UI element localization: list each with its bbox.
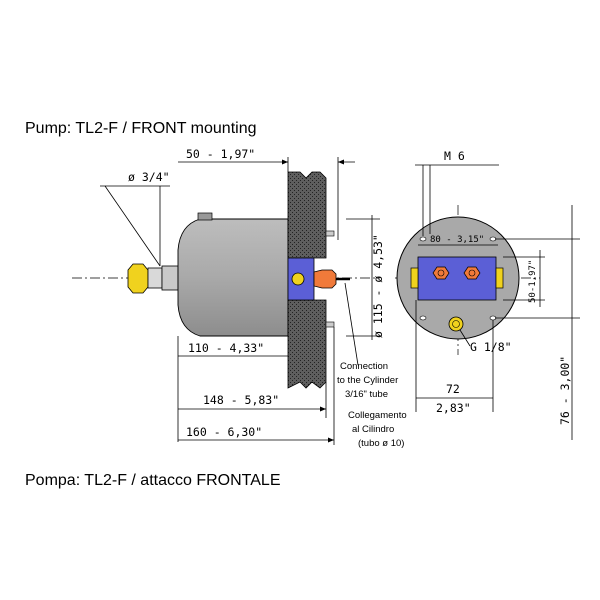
- connection-en-1: Connection: [340, 361, 388, 372]
- dim-g: G 1/8": [470, 340, 512, 354]
- leader-g: [459, 329, 471, 347]
- bolt-top: [325, 230, 335, 237]
- flange-bottom: [287, 299, 327, 389]
- connection-it-3: (tubo ø 10): [358, 438, 404, 449]
- shaft: [147, 267, 163, 289]
- port-right: [463, 266, 481, 280]
- shaft-nut: [127, 263, 149, 294]
- dim-115: ø 115 - ø 4,53": [371, 234, 385, 338]
- dim-160: 160 - 6,30": [186, 425, 262, 439]
- front-view: M 6 80 - 3,15" 50-1,97" G 1/8" 72 2,83" …: [395, 149, 580, 440]
- dim-72: 72: [446, 382, 460, 396]
- title-en: Pump: TL2-F / FRONT mounting: [25, 120, 256, 137]
- lug-left: [410, 267, 419, 289]
- hole-bl: [419, 315, 427, 321]
- bolt-bottom: [325, 321, 335, 328]
- pump-body: [177, 218, 289, 337]
- leader-shaft: [104, 185, 161, 267]
- flange-top: [287, 171, 327, 259]
- dim-50: 50 - 1,97": [186, 147, 255, 161]
- side-view: 50 - 1,97" ø 3/4" ø 115 - ø 4,53" 110 - …: [72, 147, 407, 449]
- dim-m6: M 6: [444, 149, 465, 163]
- front-plate: [417, 256, 497, 301]
- tube-fitting: [313, 269, 337, 289]
- dim-80: 80 - 3,15": [430, 235, 484, 245]
- dim-283: 2,83": [436, 401, 471, 415]
- dim-110: 110 - 4,33": [188, 341, 264, 355]
- connection-en-3: 3/16" tube: [345, 389, 388, 400]
- connection-it-1: Collegamento: [348, 410, 407, 421]
- plate-screw: [291, 272, 305, 286]
- hole-tl: [419, 236, 427, 242]
- dim-76: 76 - 3,00": [558, 356, 572, 425]
- port-left: [432, 266, 450, 280]
- dim-shaft-diameter: ø 3/4": [128, 170, 170, 184]
- leader-connection: [344, 282, 359, 366]
- dim-50-vertical: 50-1,97": [528, 260, 538, 303]
- connection-it-2: al Cilindro: [352, 424, 394, 435]
- title-it: Pompa: TL2-F / attacco FRONTALE: [25, 472, 281, 489]
- body-tab: [197, 212, 213, 221]
- shaft-collar: [161, 265, 179, 291]
- connection-en-2: to the Cylinder: [337, 375, 398, 386]
- dim-148: 148 - 5,83": [203, 393, 279, 407]
- lug-right: [495, 267, 504, 289]
